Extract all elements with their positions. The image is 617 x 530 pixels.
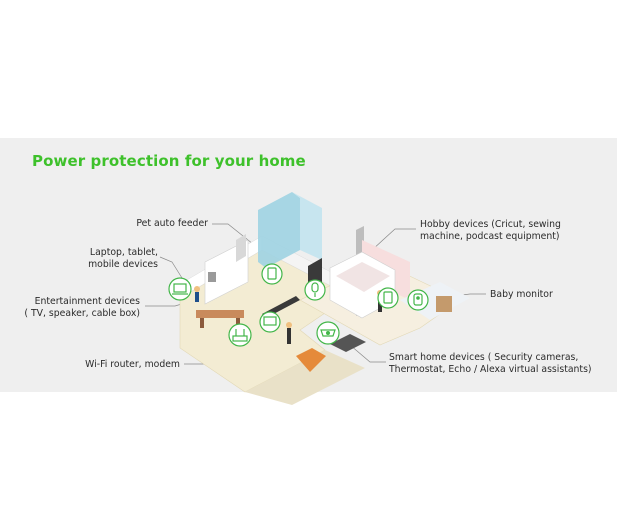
label-hobby: Hobby devices (Cricut, sewing machine, p… — [420, 219, 561, 242]
tv-icon — [259, 311, 281, 333]
camera-icon — [316, 321, 340, 345]
label-entertainment: Entertainment devices ( TV, speaker, cab… — [24, 296, 140, 319]
baby-monitor-icon — [407, 289, 429, 311]
leader-hobby — [371, 228, 416, 251]
label-laptop: Laptop, tablet, mobile devices — [88, 247, 158, 270]
label-wifi: Wi-Fi router, modem — [85, 359, 180, 370]
router-icon — [228, 323, 252, 347]
leader-smart-home — [349, 344, 386, 363]
label-baby-monitor: Baby monitor — [490, 289, 553, 300]
page-title: Power protection for your home — [32, 152, 306, 170]
leader-laptop — [159, 256, 183, 279]
pet-feeder-icon — [261, 263, 283, 285]
thermostat-icon — [377, 287, 399, 309]
label-pet-feeder: Pet auto feeder — [136, 218, 208, 229]
label-smart-home: Smart home devices ( Security cameras, T… — [389, 352, 592, 375]
microphone-icon — [304, 279, 326, 301]
laptop-icon — [168, 277, 192, 301]
